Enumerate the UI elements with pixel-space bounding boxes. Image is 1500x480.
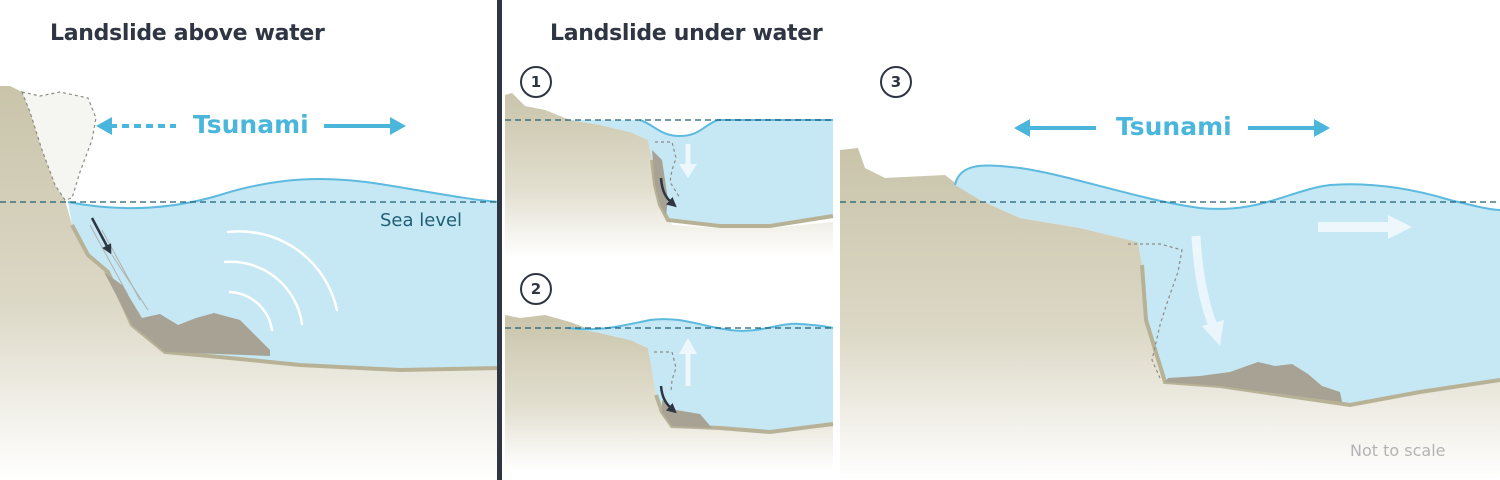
land-mass	[505, 93, 833, 258]
land-mass	[505, 315, 833, 470]
step-2-scene	[505, 315, 834, 470]
not-to-scale-note: Not to scale	[1350, 441, 1446, 460]
arrow-left-icon	[96, 117, 176, 135]
collapsed-slope-outline	[1128, 243, 1183, 379]
collapsed-cliff-outline	[21, 91, 97, 201]
water-body	[570, 120, 833, 226]
land-mass	[840, 148, 1500, 480]
water-surface	[954, 164, 1500, 211]
step-badge-2: 2	[520, 273, 552, 305]
debris-pile	[104, 272, 270, 356]
sea-level-label: Sea level	[380, 210, 463, 231]
debris-pile	[1165, 362, 1342, 402]
wave-ripples	[223, 230, 339, 332]
step-1-scene	[505, 93, 834, 258]
arrow-right-icon	[1248, 119, 1330, 137]
curved-down-arrow-icon	[659, 385, 677, 414]
debris-pile	[662, 400, 712, 428]
arrow-left-icon	[1014, 119, 1096, 137]
land-mass	[0, 86, 500, 480]
panel-result	[840, 119, 1500, 480]
water-body	[68, 178, 500, 370]
panel-above-title: Landslide above water	[50, 21, 325, 46]
up-arrow-icon	[679, 338, 697, 386]
tsunami-label-above: Tsunami	[193, 110, 309, 139]
slide-arrow-icon	[90, 217, 112, 255]
panel-under-water	[505, 93, 834, 470]
step-badge-3: 3	[880, 66, 912, 98]
slide-outline	[655, 141, 681, 199]
water-surface	[567, 318, 834, 332]
step-badge-1: 1	[520, 66, 552, 98]
tsunami-label-result: Tsunami	[1116, 112, 1232, 141]
down-arrow-icon	[679, 144, 697, 178]
down-arrow-icon	[1191, 235, 1224, 346]
debris-pile	[652, 150, 668, 215]
panel-above-water	[0, 86, 501, 480]
water-surface	[67, 177, 501, 210]
flow-right-arrow-icon	[1318, 215, 1412, 239]
curved-down-arrow-icon	[659, 177, 677, 208]
water-body	[568, 319, 833, 432]
slide-outline	[654, 351, 677, 393]
arrow-right-icon	[324, 117, 406, 135]
falling-rock-streaks	[89, 224, 149, 311]
water-surface	[639, 119, 833, 138]
panel-under-title: Landslide under water	[550, 21, 823, 46]
panel-divider	[497, 0, 502, 480]
